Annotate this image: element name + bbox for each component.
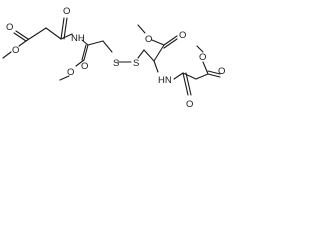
atom-o-mid-methoxy: O [67, 67, 74, 78]
atom-o-left-carbonyl: O [6, 22, 13, 33]
atom-o-left-methoxy: O [12, 45, 19, 56]
atom-o-far-carbonyl: O [218, 66, 225, 77]
atom-o-right-amide: O [186, 99, 193, 110]
atom-o-left-amide: O [63, 6, 70, 17]
atom-nh-left: NH [71, 33, 85, 44]
atom-o-right-methoxy: O [145, 34, 152, 45]
atom-sulfur-left: S [113, 58, 119, 69]
atom-labels: O O O NH O O S S O O HN O O O [6, 6, 225, 110]
atom-o-right-carbonyl: O [179, 30, 186, 41]
atom-o-mid-carbonyl: O [81, 61, 88, 72]
atom-o-far-methoxy: O [199, 52, 206, 63]
atom-sulfur-right: S [133, 58, 139, 69]
atom-nh-right: HN [158, 75, 172, 86]
chemical-structure-diagram: O O O NH O O S S O O HN O O O [2, 6, 225, 110]
bond-lines [2, 17, 221, 96]
